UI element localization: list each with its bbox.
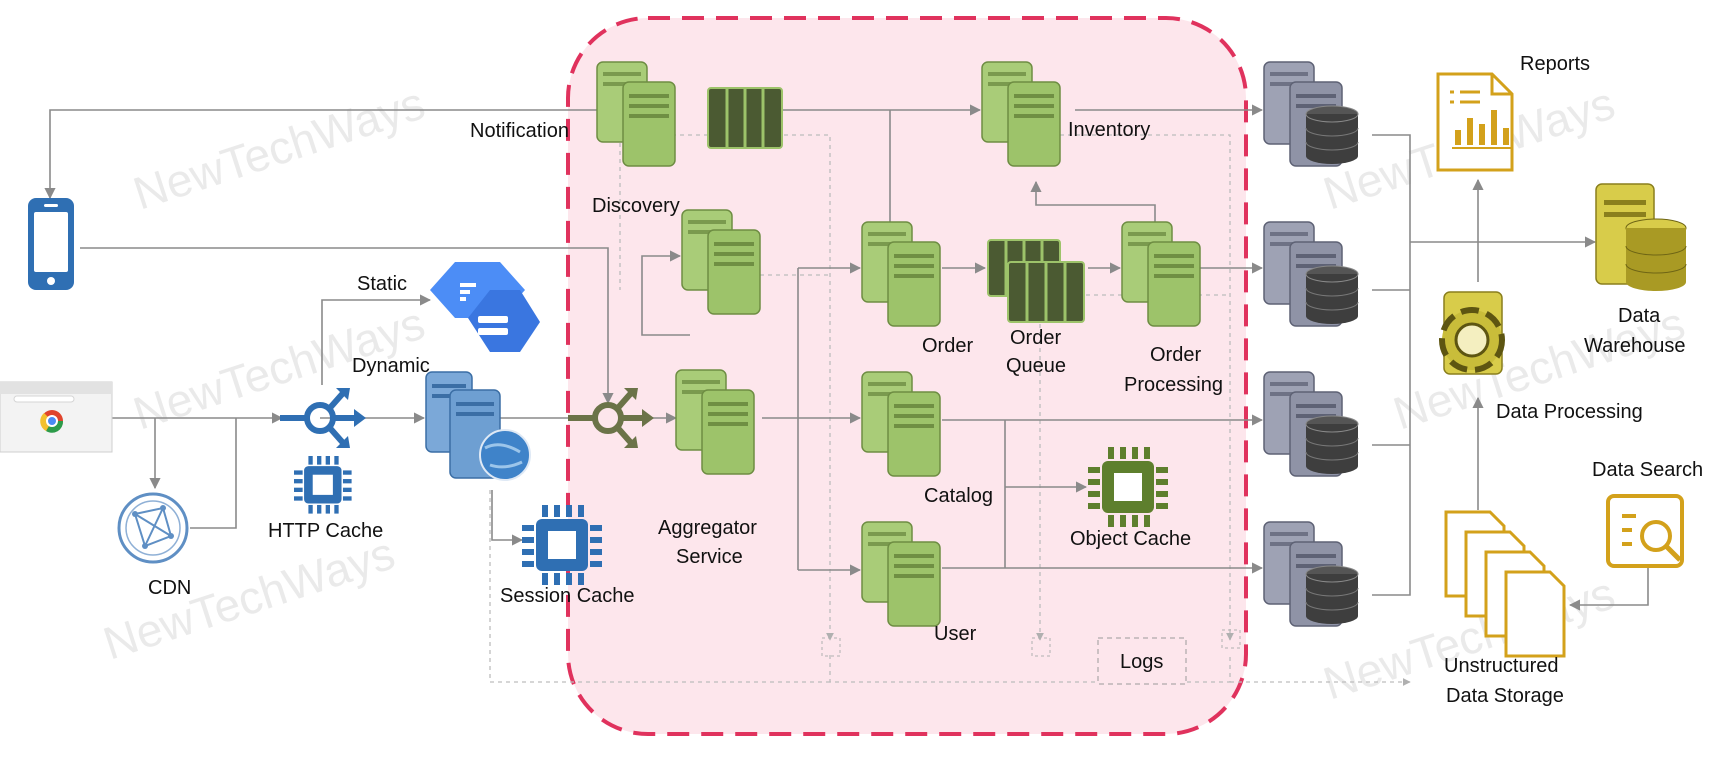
user-database-icon xyxy=(1263,521,1359,627)
log-lines xyxy=(489,134,1411,686)
http-cache-label: HTTP Cache xyxy=(268,520,383,542)
data-processing-icon xyxy=(1439,291,1505,375)
unstructured-storage-icon xyxy=(1444,510,1566,658)
catalog-label: Catalog xyxy=(924,485,993,507)
order-label: Order xyxy=(922,335,973,357)
data-warehouse-icon xyxy=(1595,183,1687,291)
web-browser-icon xyxy=(0,381,113,453)
discovery-label: Discovery xyxy=(592,195,680,217)
cdn-globe-icon xyxy=(117,492,189,564)
order-processing-label-line2: Processing xyxy=(1124,374,1223,396)
data-warehouse-label-line1: Data xyxy=(1618,305,1661,327)
order-database-icon xyxy=(1263,221,1359,327)
dynamic-label: Dynamic xyxy=(352,355,430,377)
connectors xyxy=(44,104,1649,611)
cdn-label: CDN xyxy=(148,577,191,599)
order-processing-label-line1: Order xyxy=(1150,344,1201,366)
notification-queue-icon xyxy=(707,87,783,149)
data-search-icon xyxy=(1606,494,1684,568)
inventory-database-icon xyxy=(1263,61,1359,167)
logs-label: Logs xyxy=(1120,651,1163,673)
aggregator-label-line2: Service xyxy=(676,546,743,568)
svg-text:NewTechWays: NewTechWays xyxy=(127,77,431,220)
order-queue-label-line2: Queue xyxy=(1006,355,1066,377)
static-label: Static xyxy=(357,273,407,295)
data-search-label: Data Search xyxy=(1592,459,1703,481)
inventory-label: Inventory xyxy=(1068,119,1150,141)
data-warehouse-label-line2: Warehouse xyxy=(1584,335,1686,357)
static-storage-icon xyxy=(430,262,540,352)
notification-label: Notification xyxy=(470,120,569,142)
reports-label: Reports xyxy=(1520,53,1590,75)
unstructured-label-line1: Unstructured xyxy=(1444,655,1559,677)
user-label: User xyxy=(934,623,977,645)
unstructured-label-line2: Data Storage xyxy=(1446,685,1564,707)
logs-box xyxy=(1097,637,1187,685)
order-queue-label-line1: Order xyxy=(1010,327,1061,349)
data-processing-label: Data Processing xyxy=(1496,401,1643,423)
dynamic-web-servers-icon xyxy=(425,371,531,481)
order-queue-icon xyxy=(987,239,1085,323)
catalog-database-icon xyxy=(1263,371,1359,477)
aggregator-label-line1: Aggregator xyxy=(658,517,757,539)
http-cache-chip-icon xyxy=(294,456,352,514)
session-cache-label: Session Cache xyxy=(500,585,635,607)
reports-icon xyxy=(1436,72,1514,172)
mobile-phone-icon xyxy=(28,198,74,290)
object-cache-label: Object Cache xyxy=(1070,528,1191,550)
